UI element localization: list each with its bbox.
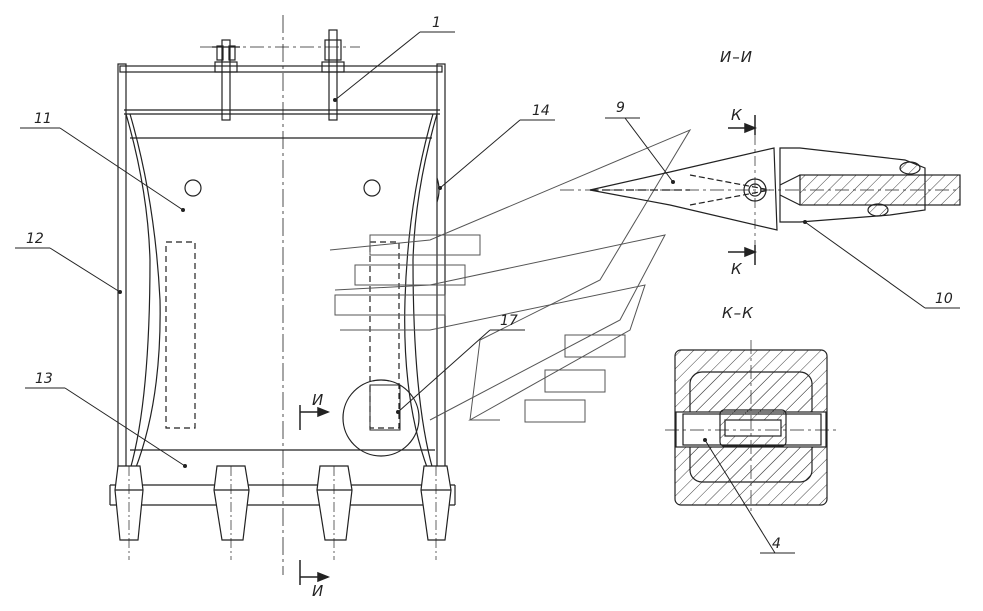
cut-line-i (299, 405, 331, 585)
callout-14: 14 (532, 103, 550, 119)
hole-right (363, 179, 381, 197)
callout-4: 4 (772, 536, 781, 552)
section-i-detail (560, 147, 961, 231)
callout-11: 11 (34, 111, 52, 127)
section-i-title: И–И (720, 48, 753, 66)
cut-line-k (728, 115, 758, 265)
tooth-4 (420, 465, 452, 560)
mount-bracket-left (212, 39, 240, 121)
hole-left (184, 179, 202, 197)
leader-lines (15, 31, 960, 554)
adapter-body (779, 147, 926, 223)
hidden-rib-left (165, 241, 196, 429)
cut-k-lower-label: К (731, 260, 743, 278)
section-k-detail (665, 340, 840, 515)
cut-i-upper-label: И (312, 391, 324, 409)
tooth-1 (114, 465, 144, 560)
tooth-profile (589, 147, 778, 231)
callout-12: 12 (26, 231, 44, 247)
left-curved-wall (125, 113, 151, 471)
callout-1: 1 (432, 15, 441, 31)
right-inner-curve (404, 113, 434, 471)
left-side-plate (117, 63, 127, 485)
top-beam (119, 65, 443, 73)
section-k-title: К–К (722, 304, 754, 322)
callout-17: 17 (500, 313, 518, 329)
right-curved-wall (412, 113, 438, 471)
right-side-plate (436, 63, 446, 485)
cut-i-lower-label: И (312, 582, 324, 600)
mount-bracket-right (321, 29, 345, 121)
callout-13: 13 (35, 371, 53, 387)
cut-k-upper-label: К (731, 106, 743, 124)
callout-9: 9 (616, 100, 625, 116)
bucket-teeth (114, 465, 452, 560)
callout-10: 10 (935, 291, 953, 307)
detail-circle-17 (342, 379, 420, 457)
background-watermark-graphic (329, 128, 692, 423)
tooth-3 (316, 465, 353, 560)
hidden-rib-right (369, 241, 400, 429)
left-inner-curve (129, 113, 161, 471)
tooth-2 (213, 465, 250, 560)
